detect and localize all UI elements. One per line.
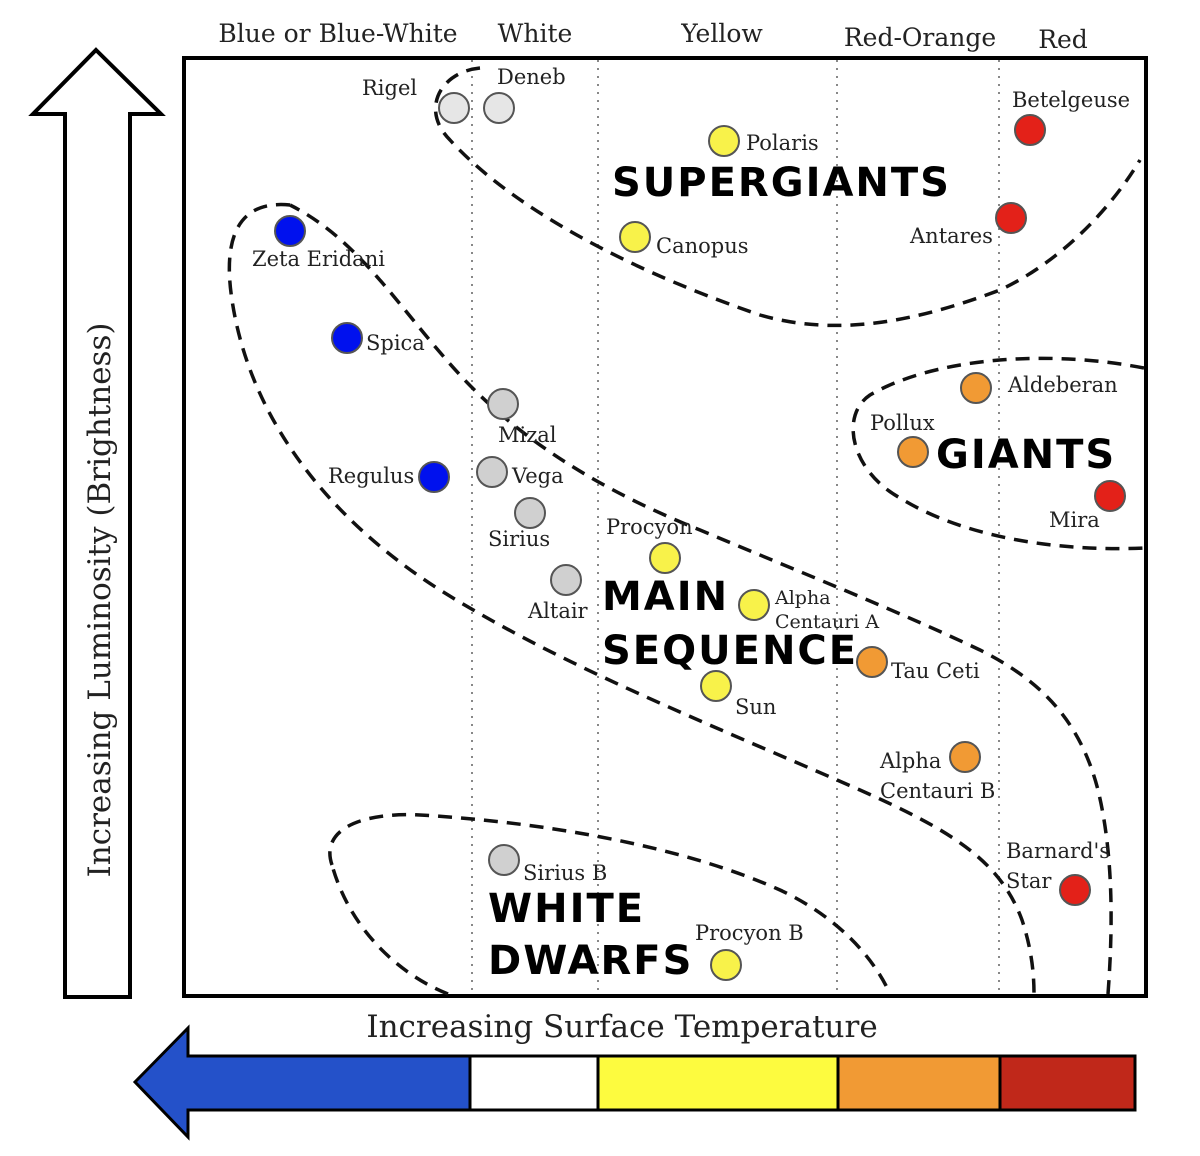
- star-dot-rigel: [438, 92, 470, 124]
- star-dot-pollux: [897, 436, 929, 468]
- temp-band-yellow: [596, 1054, 840, 1112]
- star-dot-mira: [1094, 480, 1126, 512]
- star-label-vega: Vega: [511, 464, 564, 488]
- star-dot-polaris: [708, 125, 740, 157]
- column-label-white: White: [498, 19, 573, 48]
- luminosity-arrow: Increasing Luminosity (Brightness): [28, 47, 166, 999]
- star-dot-sun: [700, 670, 732, 702]
- star-dot-altair: [550, 564, 582, 596]
- star-dot-aldeberan: [960, 372, 992, 404]
- region-label-giants: GIANTS: [936, 432, 1116, 478]
- giants-outline: [851, 356, 1145, 551]
- region-label-dwarfs: DWARFS: [488, 938, 693, 984]
- plot-frame: [182, 56, 1148, 998]
- region-label-sequence: SEQUENCE: [602, 628, 858, 674]
- star-label-mira: Mira: [1049, 508, 1100, 532]
- region-label-white: WHITE: [488, 886, 645, 932]
- star-dot-procyon-b: [710, 949, 742, 981]
- column-label-red: Red: [1038, 25, 1088, 54]
- star-dot-sirius: [514, 497, 546, 529]
- star-label-sun: Sun: [735, 695, 776, 719]
- star-label-antares: Antares: [909, 224, 993, 248]
- column-label-red-orange: Red-Orange: [844, 23, 996, 52]
- star-label-pollux: Pollux: [870, 411, 935, 435]
- x-axis-label: Increasing Surface Temperature: [366, 1009, 877, 1045]
- up-arrow-icon: [28, 47, 166, 999]
- star-label-rigel: Rigel: [362, 76, 417, 100]
- column-label-blue: Blue or Blue-White: [218, 19, 457, 48]
- region-labels: SUPERGIANTS GIANTS MAIN SEQUENCE WHITE D…: [488, 160, 1116, 984]
- white-dwarfs-outline: [328, 812, 892, 996]
- star-dot-zeta-eridani: [274, 215, 306, 247]
- star-dot-procyon: [649, 542, 681, 574]
- y-axis-label: Increasing Luminosity (Brightness): [82, 323, 118, 878]
- star-dot-sirius-b: [488, 844, 520, 876]
- star-dot-regulus: [418, 461, 450, 493]
- star-label-barnards-star-2: Star: [1006, 869, 1052, 893]
- region-outlines: [227, 66, 1145, 996]
- star-label-spica: Spica: [366, 331, 425, 355]
- star-label-alpha-centauri-b-1: Alpha: [879, 749, 941, 773]
- star-label-polaris: Polaris: [746, 131, 819, 155]
- star-label-sirius: Sirius: [488, 527, 550, 551]
- stars: Rigel Deneb Polaris Canopus Betelgeuse A…: [252, 65, 1130, 981]
- temp-band-red: [998, 1054, 1137, 1112]
- star-dot-betelgeuse: [1014, 114, 1046, 146]
- star-dot-antares: [995, 202, 1027, 234]
- column-headers: Blue or Blue-White White Yellow Red-Oran…: [218, 19, 1087, 54]
- star-label-aldeberan: Aldeberan: [1007, 373, 1118, 397]
- star-label-regulus: Regulus: [328, 464, 414, 488]
- star-label-procyon: Procyon: [606, 515, 693, 539]
- star-label-procyon-b: Procyon B: [695, 921, 804, 945]
- region-label-main: MAIN: [602, 574, 729, 620]
- star-dot-mizal: [487, 388, 519, 420]
- star-dot-alpha-centauri-b: [949, 741, 981, 773]
- star-dot-deneb: [483, 92, 515, 124]
- star-label-barnards-star-1: Barnard's: [1006, 839, 1110, 863]
- star-label-deneb: Deneb: [497, 65, 566, 89]
- temperature-arrow: [132, 1024, 1137, 1141]
- star-label-sirius-b: Sirius B: [523, 861, 607, 885]
- star-label-betelgeuse: Betelgeuse: [1012, 88, 1130, 112]
- star-label-alpha-centauri-a-2: Centauri A: [775, 611, 879, 633]
- star-label-zeta-eridani: Zeta Eridani: [252, 247, 385, 271]
- main-sequence-outline: [227, 202, 1113, 995]
- temp-band-orange: [836, 1054, 1002, 1112]
- supergiants-outline: [433, 66, 1142, 328]
- star-dot-alpha-centauri-a: [738, 589, 770, 621]
- star-label-altair: Altair: [527, 599, 589, 623]
- column-label-yellow: Yellow: [680, 19, 763, 48]
- region-label-supergiants: SUPERGIANTS: [612, 160, 951, 206]
- star-dot-spica: [331, 322, 363, 354]
- star-label-mizal: Mizal: [498, 423, 557, 447]
- star-label-alpha-centauri-a-1: Alpha: [774, 587, 831, 609]
- star-dot-barnards-star: [1059, 874, 1091, 906]
- star-label-canopus: Canopus: [656, 234, 749, 258]
- star-dot-vega: [476, 456, 508, 488]
- temp-band-white: [468, 1054, 600, 1112]
- star-dot-canopus: [619, 221, 651, 253]
- star-label-alpha-centauri-b-2: Centauri B: [880, 779, 995, 803]
- star-label-tau-ceti: Tau Ceti: [891, 659, 980, 683]
- star-dot-tau-ceti: [856, 646, 888, 678]
